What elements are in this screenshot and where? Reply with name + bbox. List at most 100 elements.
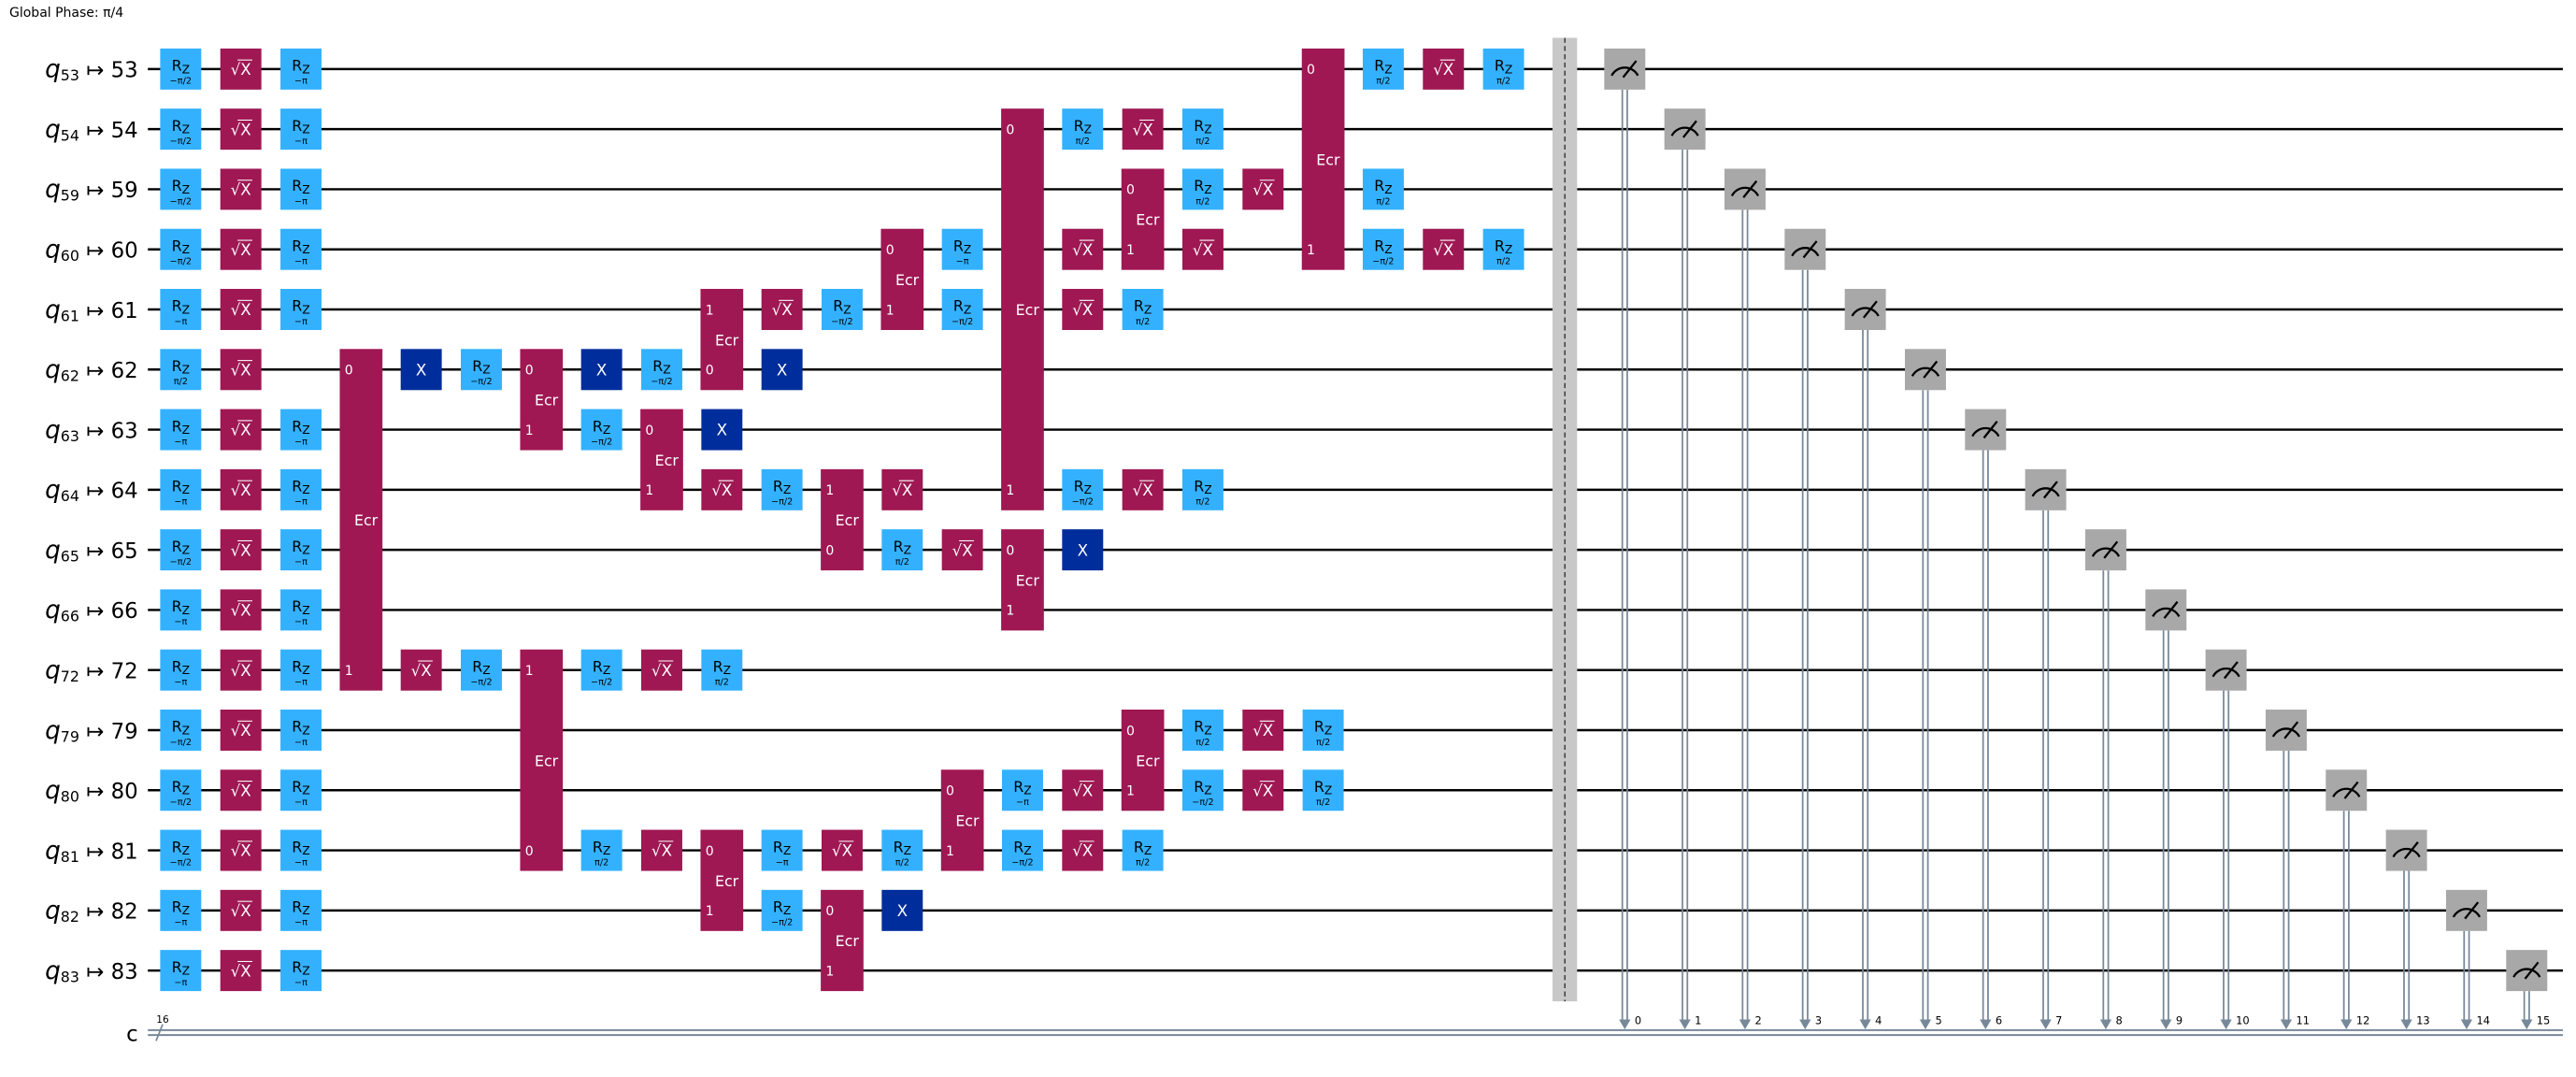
rz-letter: R (292, 538, 302, 555)
rz-subscript: Z (482, 364, 490, 377)
sx-box (1122, 108, 1164, 151)
meter-icon (2031, 487, 2060, 497)
sx-gate: √X (1062, 769, 1104, 811)
rz-box (701, 649, 743, 691)
ecr-port-0-label: 0 (1126, 724, 1135, 739)
measure-gate: 1 (1664, 108, 1706, 1029)
rz-gate: RZπ/2 (1482, 48, 1524, 90)
physical-qubit: 80 (111, 780, 138, 804)
sx-gate: √X (220, 649, 262, 691)
ecr-port-0-label: 0 (345, 364, 353, 379)
measure-gate: 11 (2265, 710, 2310, 1029)
sx-gate: √X (1122, 468, 1164, 510)
sx-gate: √X (822, 829, 863, 871)
rz-label: RZ (1194, 177, 1211, 196)
sqrt-x-label: √X (772, 300, 793, 319)
sqrt-x-label: √X (231, 300, 251, 319)
rz-box (160, 349, 202, 391)
measure-box (1965, 409, 2007, 451)
ecr-port-0-label: 0 (886, 243, 894, 258)
rz-subscript: Z (302, 63, 309, 76)
rz-subscript: Z (1324, 724, 1332, 737)
rz-subscript: Z (1204, 784, 1211, 797)
rz-gate: RZ−π/2 (160, 710, 202, 751)
rz-angle: −π/2 (831, 317, 852, 327)
rz-label: RZ (1495, 237, 1512, 256)
rz-subscript: Z (302, 243, 309, 256)
ecr-port-0-label: 0 (825, 543, 834, 558)
measure-gate: 2 (1724, 168, 1766, 1029)
rz-letter: R (172, 237, 182, 254)
meter-icon (2211, 668, 2240, 678)
ecr-label: Ecr (895, 271, 920, 289)
rz-label: RZ (292, 177, 309, 196)
rz-letter: R (1374, 237, 1384, 254)
sx-gate: √X (220, 829, 262, 871)
rz-subscript: Z (783, 483, 791, 496)
classical-bit-index: 12 (2356, 1014, 2370, 1027)
rz-gate: RZ−π/2 (1362, 228, 1404, 270)
qubit-name: q (45, 777, 61, 805)
rz-subscript: Z (182, 844, 190, 857)
rz-angle: −π (294, 617, 308, 627)
qubit-name: q (45, 237, 61, 265)
rz-subscript: Z (603, 664, 610, 677)
rz-letter: R (292, 838, 302, 855)
rz-angle: −π/2 (1011, 857, 1033, 868)
rz-label: RZ (472, 357, 490, 377)
sx-gate: √X (400, 649, 442, 691)
sqrt-x-label: √X (1072, 781, 1093, 799)
rz-label: RZ (1194, 117, 1211, 136)
rz-angle: π/2 (594, 857, 608, 868)
rz-box (280, 468, 322, 510)
rz-gate: RZ−π/2 (461, 649, 502, 691)
measure-gate: 14 (2445, 889, 2490, 1029)
rz-gate: RZ−π (280, 468, 322, 510)
sx-gate: √X (641, 829, 682, 871)
ecr-box (1001, 108, 1044, 510)
rz-gate: RZπ/2 (1122, 829, 1164, 871)
rz-angle: π/2 (1195, 497, 1209, 508)
global-phase-label: Global Phase: π/4 (9, 6, 124, 21)
classical-register-size: 16 (156, 1014, 169, 1026)
meter-needle-icon (1622, 60, 1638, 79)
rz-angle: −π (174, 678, 187, 688)
rz-letter: R (1194, 117, 1204, 135)
rz-gate: RZ−π/2 (941, 289, 983, 330)
sx-gate: √X (1181, 228, 1224, 270)
sx-gate: √X (1062, 289, 1104, 330)
qubit-name: q (45, 837, 61, 865)
ecr-label: Ecr (715, 331, 739, 349)
rz-subscript: Z (302, 724, 309, 737)
sqrt-x-label: √X (231, 481, 251, 499)
rz-label: RZ (292, 597, 309, 617)
sx-gate: √X (1062, 228, 1104, 270)
rz-angle: −π/2 (170, 738, 192, 748)
rz-box (280, 168, 322, 210)
rz-angle: π/2 (1136, 857, 1150, 868)
rz-subscript: Z (1204, 123, 1211, 136)
rz-angle: −π/2 (470, 377, 492, 387)
qubit-index: 62 (61, 367, 79, 385)
sx-box (220, 710, 262, 751)
rz-letter: R (1495, 57, 1505, 75)
sx-box (220, 829, 262, 871)
rz-angle: −π/2 (470, 678, 492, 688)
rz-gate: RZπ/2 (1181, 468, 1224, 510)
ecr-box (640, 409, 683, 510)
qubit-label-54: q54 ↦ 54 (45, 116, 138, 145)
qubit-name: q (45, 898, 61, 926)
rz-box (160, 108, 202, 151)
sx-box (220, 108, 262, 151)
rz-box (280, 108, 322, 151)
rz-angle: π/2 (1496, 257, 1510, 267)
rz-letter: R (292, 237, 302, 254)
qubit-index: 63 (61, 427, 79, 445)
rz-letter: R (1314, 778, 1324, 796)
sx-gate: √X (220, 409, 262, 451)
rz-box (160, 889, 202, 931)
